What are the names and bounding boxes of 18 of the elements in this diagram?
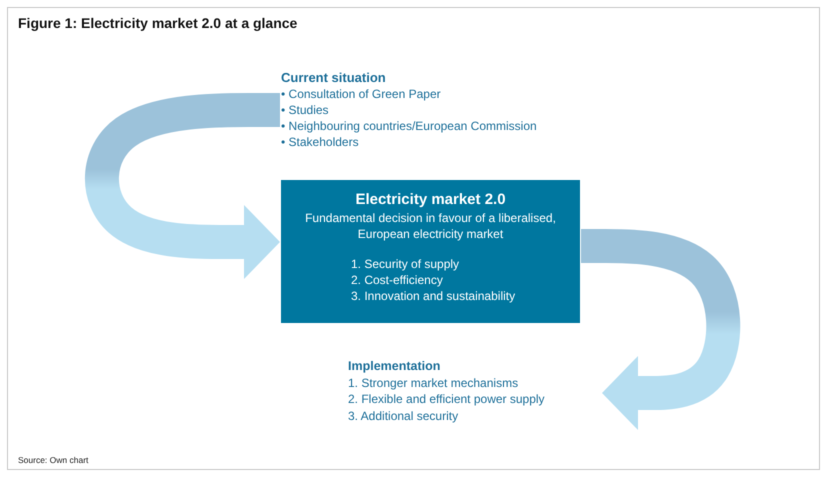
figure-title: Figure 1: Electricity market 2.0 at a glance bbox=[18, 15, 298, 31]
bullet-item: • Studies bbox=[281, 102, 329, 118]
numbered-item: 2. Cost-efficiency bbox=[351, 272, 443, 288]
panel-heading: Electricity market 2.0 bbox=[355, 192, 506, 208]
numbered-item: 1. Security of supply bbox=[351, 256, 460, 272]
source-note: Source: Own chart bbox=[18, 455, 88, 465]
numbered-item: 3. Innovation and sustainability bbox=[351, 288, 516, 304]
bullet-item: • Neighbouring countries/European Commission bbox=[281, 118, 537, 134]
implementation-heading: Implementation bbox=[348, 358, 440, 374]
numbered-item: 1. Stronger market mechanisms bbox=[348, 374, 518, 391]
numbered-item: 2. Flexible and efficient power supply bbox=[348, 391, 545, 408]
highlight-panel bbox=[281, 180, 580, 323]
panel-description: Fundamental decision in favour of a liberalised, European electricity market bbox=[304, 210, 557, 242]
situation-heading: Current situation bbox=[281, 70, 386, 86]
bullet-item: • Consultation of Green Paper bbox=[281, 86, 441, 102]
curved-arrow bbox=[85, 93, 280, 279]
bullet-item: • Stakeholders bbox=[281, 134, 359, 150]
numbered-item: 3. Additional security bbox=[348, 408, 458, 424]
